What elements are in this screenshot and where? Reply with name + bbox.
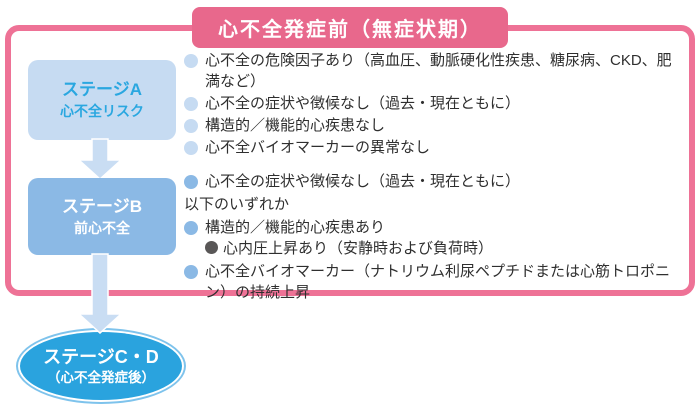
- list-item-pair: 構造的／機能的心疾患あり 心内圧上昇あり（安静時および負荷時）: [205, 217, 686, 259]
- stage-cd-subtitle: （心不全発症後）: [47, 369, 155, 385]
- list-intro: 以下のいずれか: [184, 196, 290, 213]
- list-item-text: 心不全の症状や徴候なし（過去・現在ともに）: [205, 95, 521, 112]
- list-item: 心不全バイオマーカー（ナトリウム利尿ペプチドまたは心筋トロポニン）の持続上昇: [184, 261, 686, 303]
- list-item-text: 心内圧上昇あり（安静時および負荷時）: [223, 240, 494, 257]
- arrow-a-to-b-icon: [78, 138, 122, 180]
- list-item-text: 構造的／機能的心疾患なし: [205, 117, 386, 134]
- bullet-icon: [184, 118, 198, 133]
- stage-cd-ellipse: ステージC・D （心不全発症後）: [20, 332, 182, 400]
- bullet-icon: [184, 264, 198, 279]
- list-item: 心不全の症状や徴候なし（過去・現在ともに）: [184, 171, 686, 192]
- stage-a-title: ステージA: [62, 80, 142, 100]
- list-subitem: 心内圧上昇あり（安静時および負荷時）: [205, 238, 493, 259]
- stage-a-box: ステージA 心不全リスク: [28, 60, 176, 140]
- stage-a-criteria-list: 心不全の危険因子あり（高血圧、動脈硬化性疾患、糖尿病、CKD、肥満など） 心不全…: [184, 50, 686, 159]
- bullet-icon: [184, 96, 198, 111]
- stage-a-subtitle: 心不全リスク: [60, 103, 144, 120]
- list-item-text: 心不全バイオマーカーの異常なし: [205, 139, 431, 156]
- list-item: 心不全の危険因子あり（高血圧、動脈硬化性疾患、糖尿病、CKD、肥満など）: [184, 50, 686, 92]
- list-item: 構造的／機能的心疾患あり 心内圧上昇あり（安静時および負荷時）: [184, 217, 686, 259]
- stage-b-title: ステージB: [62, 196, 142, 216]
- list-item-text: 構造的／機能的心疾患あり: [205, 219, 386, 236]
- sub-bullet-icon: [205, 241, 218, 254]
- stage-b-box: ステージB 前心不全: [28, 178, 176, 255]
- stage-cd-ellipse-ring: ステージC・D （心不全発症後）: [16, 328, 186, 404]
- list-item-text: 心不全の症状や徴候なし（過去・現在ともに）: [205, 173, 521, 190]
- stage-b-subtitle: 前心不全: [74, 219, 130, 236]
- bullet-icon: [184, 140, 198, 155]
- list-item: 心不全の症状や徴候なし（過去・現在ともに）: [184, 93, 686, 114]
- arrow-b-to-cd-icon: [78, 253, 122, 334]
- diagram-title-banner: 心不全発症前（無症状期）: [192, 7, 508, 48]
- stage-cd-title: ステージC・D: [43, 346, 159, 367]
- bullet-icon: [184, 174, 198, 189]
- list-item-text: 心不全バイオマーカー（ナトリウム利尿ペプチドまたは心筋トロポニン）の持続上昇: [205, 263, 671, 301]
- bullet-icon: [184, 53, 198, 68]
- list-item-text: 心不全の危険因子あり（高血圧、動脈硬化性疾患、糖尿病、CKD、肥満など）: [205, 52, 672, 90]
- list-item: 構造的／機能的心疾患なし: [184, 115, 686, 136]
- stage-b-criteria-list: 心不全の症状や徴候なし（過去・現在ともに） 以下のいずれか 構造的／機能的心疾患…: [184, 171, 686, 305]
- list-item: 心不全バイオマーカーの異常なし: [184, 137, 686, 158]
- bullet-icon: [184, 220, 198, 235]
